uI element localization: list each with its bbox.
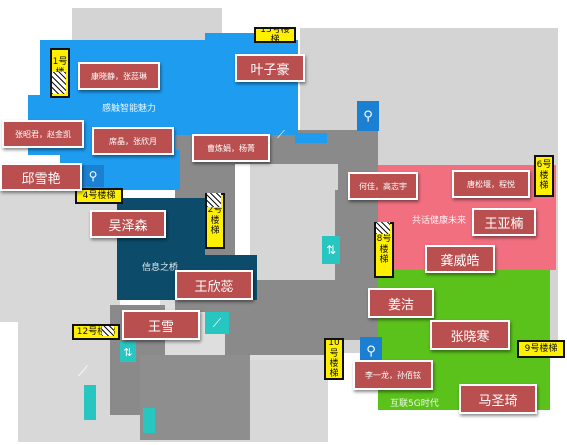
restroom-icon: ⚲ [82,165,104,187]
corridor [225,310,340,355]
restroom-icon: ⚲ [360,337,382,365]
exhibitor-label: 康晓静，张蕊琳 [78,62,160,90]
exhibitor-label: 唐松堰，程悦 [452,170,530,198]
teal-walkway [143,408,155,433]
stair-marker-10: 10号楼梯 [324,338,344,380]
blue-zone-name: 感触智能魅力 [102,104,157,114]
restroom-icon: ⚲ [357,101,379,131]
exhibitor-label: 张昭君，赵金凯 [2,120,84,148]
stair-marker-13: 13号楼梯 [254,27,296,43]
stair-marker-4: 4号楼梯 [75,188,123,204]
exhibitor-label: 何佳，高志宇 [348,172,418,200]
green-zone-name: 互联5G时代 [390,399,439,409]
exhibitor-label: 曹炼娟，杨菁 [192,134,270,162]
exhibitor-label: 王亚楠 [472,208,536,236]
stair-marker-9: 9号楼梯 [517,340,565,358]
exhibitor-label: 姜洁 [368,288,434,318]
escalator-icon: ⟋ [78,364,88,380]
corridor [140,355,250,440]
elevator-icon: ⇅ [322,236,340,264]
exhibitor-label: 李一龙，孙佰铉 [353,360,433,390]
exhibitor-label: 张晓寒 [430,320,510,350]
exhibitor-label: 王欣蕊 [175,270,253,300]
escalator-icon: ⟋ [205,312,229,334]
navy-zone-name: 信息之桥 [142,263,179,273]
stair-marker-8: 8号楼梯 [374,222,394,278]
exhibitor-label: 叶子豪 [235,54,305,82]
stair-marker-6: 6号楼梯 [534,155,554,197]
blue-accent-strip [295,133,327,143]
elevator-icon: ⇅ [120,342,136,362]
teal-walkway [84,385,96,420]
escalator-icon: ⟋ [277,128,285,141]
exhibitor-label: 马圣琦 [459,384,537,414]
stair-hatch [102,326,114,336]
exhibitor-label: 吴泽森 [90,210,166,238]
exhibitor-label: 王雪 [122,310,200,340]
stair-hatch [376,222,390,234]
exhibitor-label: 席晶，张欣月 [92,127,174,155]
exhibitor-label: 邱雪艳 [0,163,82,191]
stair-hatch [52,72,66,94]
pink-zone-name: 共话健康未来 [412,216,467,226]
stair-marker-2: 2号楼梯 [205,193,225,249]
exhibitor-label: 龚威皓 [425,245,495,273]
stair-hatch [207,193,221,207]
